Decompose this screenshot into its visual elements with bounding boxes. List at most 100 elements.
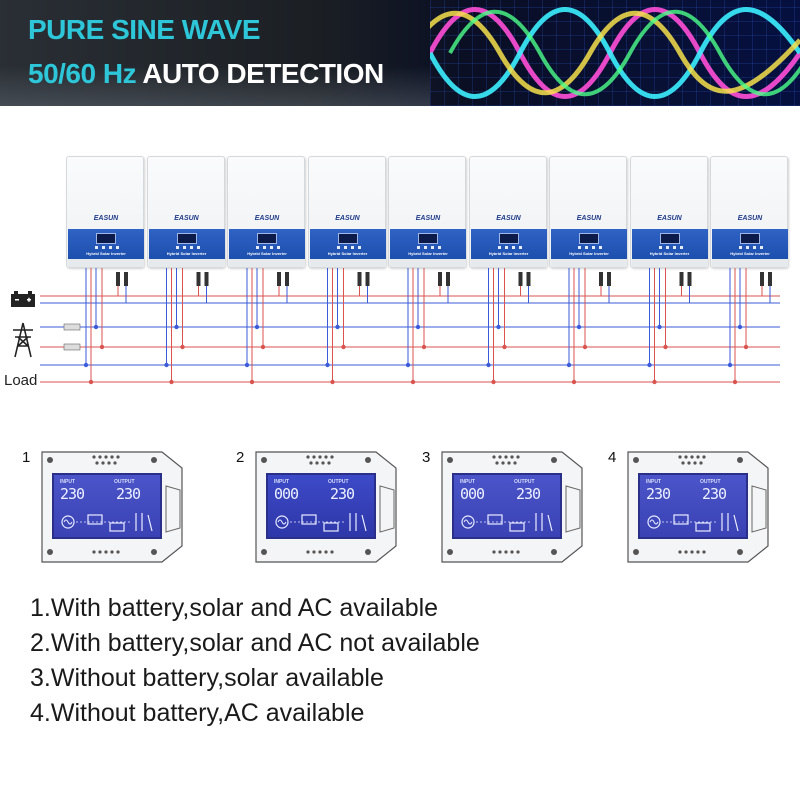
wire-junction bbox=[88, 379, 94, 385]
inverter-brand-logo: EASUN bbox=[254, 215, 280, 222]
inverter-unit: EASUN Hybrid Solar Inverter bbox=[388, 156, 466, 268]
inverter-buttons bbox=[497, 246, 522, 249]
pv-connector bbox=[204, 272, 209, 286]
input-tag: INPUT bbox=[646, 479, 661, 485]
inverter-terminal-area bbox=[148, 259, 225, 267]
wire-junction bbox=[254, 324, 260, 330]
inverter-display bbox=[418, 233, 438, 244]
pv-connector bbox=[679, 272, 684, 286]
inverter-front-panel: Hybrid Solar Inverter bbox=[390, 229, 466, 259]
pv-connector bbox=[116, 272, 120, 286]
pv-connector bbox=[526, 272, 531, 286]
wire-junction bbox=[174, 324, 179, 330]
inverter-buttons bbox=[417, 246, 441, 249]
caption-4: 4.Without battery,AC available bbox=[30, 699, 365, 727]
inverter-buttons bbox=[336, 246, 361, 249]
pv-connector bbox=[599, 272, 603, 286]
header-banner: PURE SINE WAVE 50/60 Hz AUTO DETECTION bbox=[0, 0, 800, 106]
lcd-panel-number: 1 bbox=[22, 449, 31, 466]
wire-junction bbox=[486, 362, 491, 368]
inverter-buttons bbox=[95, 246, 119, 249]
battery-icon bbox=[10, 290, 36, 313]
inverter-brand-logo: EASUN bbox=[415, 215, 441, 222]
wire-junction bbox=[93, 324, 99, 330]
inverter-brand-logo: EASUN bbox=[657, 215, 682, 222]
pv-connector bbox=[357, 272, 362, 286]
pv-connector bbox=[196, 272, 201, 286]
wire-junction bbox=[169, 379, 174, 385]
wire-junction bbox=[663, 344, 668, 350]
auto-detection-text: AUTO DETECTION bbox=[142, 58, 384, 89]
wire-junction bbox=[491, 379, 496, 385]
wire-junction bbox=[743, 344, 749, 350]
power-flow-icons bbox=[647, 513, 739, 532]
inverter-brand-logo: EASUN bbox=[737, 215, 763, 222]
inverter-buttons bbox=[175, 246, 200, 249]
wire-junction bbox=[502, 344, 507, 350]
inverter-label: Hybrid Solar Inverter bbox=[86, 251, 126, 256]
inverter-buttons bbox=[578, 246, 602, 249]
pv-connector bbox=[446, 272, 450, 286]
wire-junction bbox=[405, 362, 411, 368]
load-label: Load bbox=[4, 372, 38, 389]
inverter-label: Hybrid Solar Inverter bbox=[730, 251, 770, 256]
caption-1: 1.With battery,solar and AC available bbox=[30, 594, 439, 622]
wire-junction bbox=[421, 344, 427, 350]
inverter-buttons bbox=[256, 246, 280, 249]
output-voltage-readout: 230 bbox=[702, 485, 727, 503]
banner-background bbox=[0, 66, 430, 106]
power-flow-icons bbox=[461, 513, 553, 532]
inverter-label: Hybrid Solar Inverter bbox=[247, 251, 287, 256]
wire-junction bbox=[180, 344, 185, 350]
wire-junction bbox=[647, 362, 652, 368]
wire-junction bbox=[727, 362, 733, 368]
fuse-terminal bbox=[63, 343, 81, 351]
inverter-terminal-area bbox=[309, 259, 386, 267]
wire-junction bbox=[330, 379, 335, 385]
pv-connector bbox=[365, 272, 370, 286]
inverter-brand-logo: EASUN bbox=[174, 215, 199, 222]
inverter-front-panel: Hybrid Solar Inverter bbox=[309, 229, 386, 259]
inverter-label: Hybrid Solar Inverter bbox=[488, 251, 529, 256]
inverter-display bbox=[337, 233, 358, 244]
pv-connector bbox=[607, 272, 611, 286]
inverter-brand-logo: EASUN bbox=[576, 215, 602, 222]
input-voltage-readout: 230 bbox=[60, 485, 85, 503]
input-voltage-readout: 230 bbox=[646, 485, 671, 503]
wire-junction bbox=[325, 362, 330, 368]
inverter-front-panel: Hybrid Solar Inverter bbox=[68, 229, 144, 259]
input-tag: INPUT bbox=[460, 479, 475, 485]
inverter-buttons bbox=[739, 246, 763, 249]
input-voltage-readout: 000 bbox=[460, 485, 485, 503]
fuse-terminal bbox=[63, 323, 81, 331]
inverter-brand-logo: EASUN bbox=[93, 215, 119, 222]
inverter-terminal-area bbox=[470, 259, 547, 267]
wire-junction bbox=[576, 324, 582, 330]
inverter-display bbox=[579, 233, 599, 244]
inverter-front-panel: Hybrid Solar Inverter bbox=[470, 229, 547, 259]
wire-junction bbox=[99, 344, 105, 350]
inverter-front-panel: Hybrid Solar Inverter bbox=[712, 229, 788, 259]
inverter-label: Hybrid Solar Inverter bbox=[569, 251, 609, 256]
wire-junction bbox=[652, 379, 657, 385]
inverter-terminal-area bbox=[631, 259, 708, 267]
inverter-label: Hybrid Solar Inverter bbox=[649, 251, 690, 256]
inverter-display bbox=[257, 233, 277, 244]
pv-connector bbox=[277, 272, 281, 286]
pv-connector bbox=[124, 272, 128, 286]
inverter-buttons bbox=[658, 246, 683, 249]
wire-junction bbox=[737, 324, 743, 330]
inverter-unit: EASUN Hybrid Solar Inverter bbox=[549, 156, 627, 268]
pv-connector bbox=[768, 272, 772, 286]
inverter-display bbox=[659, 233, 680, 244]
input-tag: INPUT bbox=[60, 479, 75, 485]
wire-junction bbox=[249, 379, 255, 385]
inverter-terminal-area bbox=[390, 259, 466, 267]
